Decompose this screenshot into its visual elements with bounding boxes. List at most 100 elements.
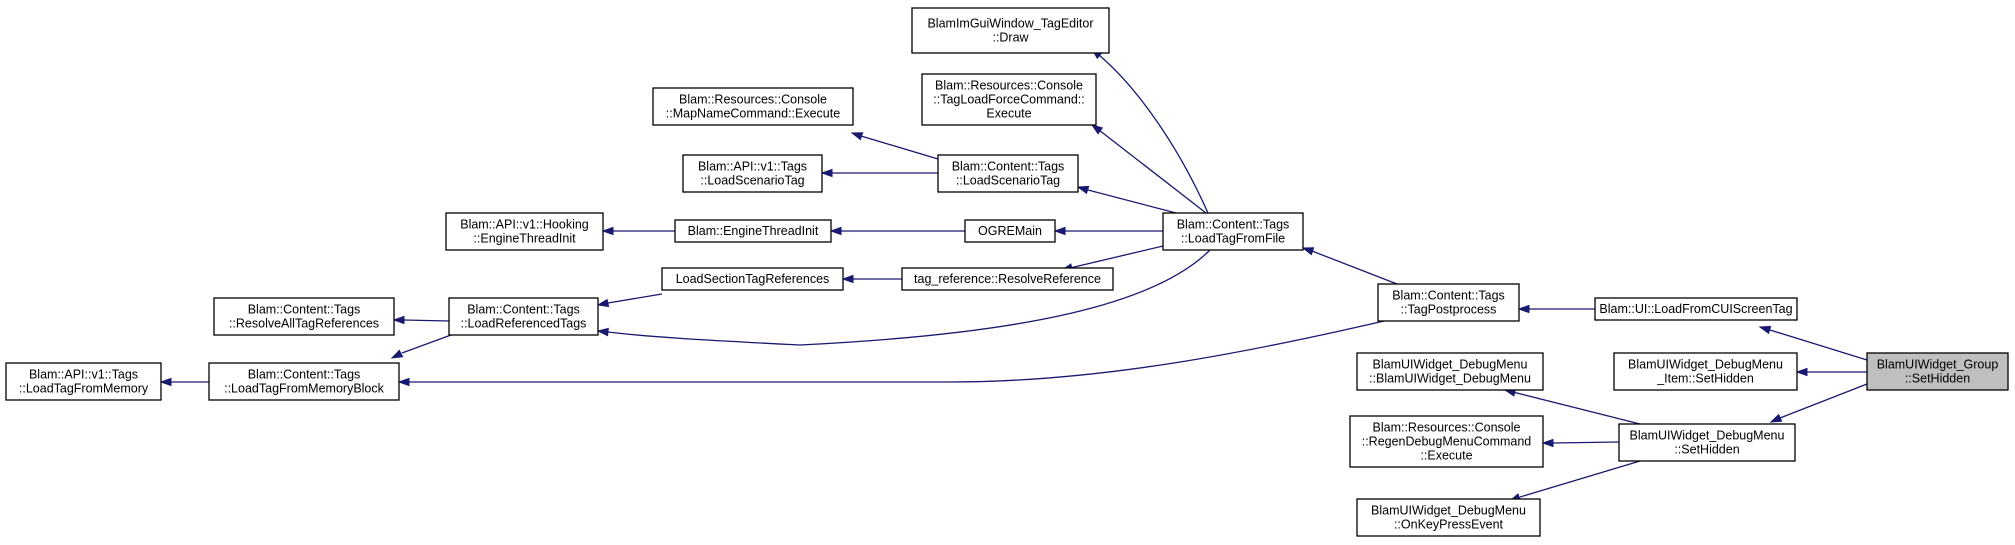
node-memblock[interactable]: Blam::Content::Tags::LoadTagFromMemoryBl…: [208, 362, 400, 401]
edge-line: [607, 249, 1211, 346]
edge-loadscen-to-mapname: [850, 132, 939, 160]
node-label-line: ::BlamUIWidget_DebugMenu: [1369, 372, 1531, 386]
edge-postproc-to-loadfile: [1301, 247, 1398, 285]
node-box: [5, 362, 162, 401]
edge-loadfile-to-draw: [1090, 48, 1209, 214]
node-postproc[interactable]: Blam::Content::Tags::TagPostprocess: [1377, 283, 1520, 322]
node-draw[interactable]: BlamImGuiWindow_TagEditor::Draw: [911, 7, 1110, 54]
edge-line: [1519, 460, 1641, 498]
edge-arrowhead: [1758, 325, 1772, 335]
node-label-line: BlamImGuiWindow_TagEditor: [927, 17, 1093, 31]
node-label-line: Blam::Content::Tags: [1392, 289, 1505, 303]
node-label-line: Blam::API::v1::Tags: [29, 368, 138, 382]
node-label-line: BlamUIWidget_Group: [1877, 358, 1999, 372]
node-label-line: Blam::UI::LoadFromCUIScreenTag: [1599, 302, 1792, 316]
node-box: [445, 212, 604, 251]
node-label-line: OGREMain: [978, 224, 1042, 238]
edge-line: [1069, 245, 1164, 269]
node-loadscen[interactable]: Blam::Content::Tags::LoadScenarioTag: [937, 154, 1079, 193]
edge-loadfile-to-resolveref: [1060, 245, 1164, 272]
node-label-line: ::LoadScenarioTag: [956, 174, 1060, 188]
edge-group-to-menuhidden: [1769, 383, 1868, 423]
node-hooking[interactable]: Blam::API::v1::Hooking::EngineThreadInit: [445, 212, 604, 251]
node-label-line: ::TagPostprocess: [1401, 303, 1497, 317]
edge-arrowhead: [392, 315, 405, 325]
node-label-line: ::TagLoadForceCommand::: [933, 93, 1084, 107]
node-label-line: ::LoadTagFromMemory: [19, 382, 149, 396]
node-resolveref[interactable]: tag_reference::ResolveReference: [901, 267, 1114, 291]
node-label-line: ::MapNameCommand::Execute: [666, 107, 840, 121]
node-label-line: Blam::API::v1::Hooking: [460, 218, 589, 232]
edge-arrowhead: [1541, 438, 1554, 448]
node-lstr[interactable]: LoadSectionTagReferences: [661, 267, 844, 291]
node-label-line: Blam::Content::Tags: [248, 368, 361, 382]
node-forcecmd[interactable]: Blam::Resources::Console::TagLoadForceCo…: [921, 73, 1097, 126]
edge-line: [1311, 250, 1398, 285]
node-itemhidden[interactable]: BlamUIWidget_DebugMenu_Item::SetHidden: [1613, 352, 1798, 391]
node-label-line: ::SetHidden: [1674, 443, 1739, 457]
node-keypress[interactable]: BlamUIWidget_DebugMenu::OnKeyPressEvent: [1356, 498, 1541, 537]
node-box: [682, 154, 823, 193]
node-box: [1613, 352, 1798, 391]
node-label-line: Blam::Resources::Console: [679, 93, 827, 107]
edge-loadfile-to-loadscen: [1076, 185, 1177, 214]
node-resolveall[interactable]: Blam::Content::Tags::ResolveAllTagRefere…: [213, 297, 395, 336]
node-ogre[interactable]: OGREMain: [964, 219, 1056, 243]
node-label-line: Blam::EngineThreadInit: [688, 224, 819, 238]
node-box: [921, 73, 1097, 126]
node-regen[interactable]: Blam::Resources::Console::RegenDebugMenu…: [1349, 415, 1544, 468]
node-label-line: Blam::Resources::Console: [1373, 421, 1521, 435]
node-group[interactable]: BlamUIWidget_Group::SetHidden: [1866, 352, 2009, 391]
edge-line: [1098, 54, 1209, 214]
edge-arrowhead: [841, 274, 854, 284]
node-box: [1356, 498, 1541, 537]
edge-loadfile-to-loadrefd: [596, 249, 1211, 346]
edge-lstr-to-loadrefd: [596, 293, 663, 308]
node-box: [1377, 283, 1520, 322]
node-mapname[interactable]: Blam::Resources::Console::MapNameCommand…: [652, 87, 854, 126]
node-label-line: ::SetHidden: [1905, 372, 1970, 386]
edge-arrowhead: [1517, 304, 1530, 314]
edge-line: [860, 135, 939, 160]
edge-line: [1087, 189, 1177, 214]
node-menuhidden[interactable]: BlamUIWidget_DebugMenu::SetHidden: [1618, 423, 1796, 462]
edge-arrowhead: [1769, 413, 1783, 423]
node-box: [448, 297, 599, 336]
node-box: [208, 362, 400, 401]
edge-memblock-to-api_mem: [159, 377, 209, 387]
node-label-line: ::Execute: [1420, 449, 1472, 463]
node-box: [1594, 297, 1798, 321]
nodes-layer: BlamImGuiWindow_TagEditor::DrawBlam::Res…: [5, 7, 2009, 537]
node-label-line: BlamUIWidget_DebugMenu: [1373, 358, 1528, 372]
edge-arrowhead: [1795, 367, 1808, 377]
node-label-line: BlamUIWidget_DebugMenu: [1628, 358, 1783, 372]
edge-arrowhead: [390, 349, 404, 359]
edge-arrowhead: [596, 298, 610, 308]
node-box: [901, 267, 1114, 291]
node-label-line: Blam::Content::Tags: [248, 303, 361, 317]
node-label-line: ::Draw: [992, 31, 1029, 45]
node-cuiscreen[interactable]: Blam::UI::LoadFromCUIScreenTag: [1594, 297, 1798, 321]
node-label-line: Blam::Content::Tags: [1177, 218, 1290, 232]
edge-arrowhead: [1053, 226, 1066, 236]
edge-arrowhead: [159, 377, 172, 387]
edge-line: [1512, 391, 1641, 425]
node-ctor[interactable]: BlamUIWidget_DebugMenu::BlamUIWidget_Deb…: [1356, 352, 1544, 391]
edge-line: [1098, 129, 1207, 214]
node-box: [1618, 423, 1796, 462]
node-label-line: Blam::Content::Tags: [467, 303, 580, 317]
node-loadfile[interactable]: Blam::Content::Tags::LoadTagFromFile: [1162, 212, 1304, 251]
edge-line: [403, 319, 450, 322]
node-etinit[interactable]: Blam::EngineThreadInit: [674, 219, 832, 243]
edge-postproc-to-memblock: [397, 320, 1385, 387]
edge-loadfile-to-ogre: [1053, 226, 1163, 236]
node-label-line: ::OnKeyPressEvent: [1394, 518, 1504, 532]
node-api_mem[interactable]: Blam::API::v1::Tags::LoadTagFromMemory: [5, 362, 162, 401]
node-loadrefd[interactable]: Blam::Content::Tags::LoadReferencedTags: [448, 297, 599, 336]
edge-line: [1779, 383, 1868, 419]
node-label-line: ::LoadScenarioTag: [700, 174, 804, 188]
node-api_scen[interactable]: Blam::API::v1::Tags::LoadScenarioTag: [682, 154, 823, 193]
node-label-line: Blam::Resources::Console: [935, 79, 1083, 93]
edge-line: [409, 320, 1385, 383]
